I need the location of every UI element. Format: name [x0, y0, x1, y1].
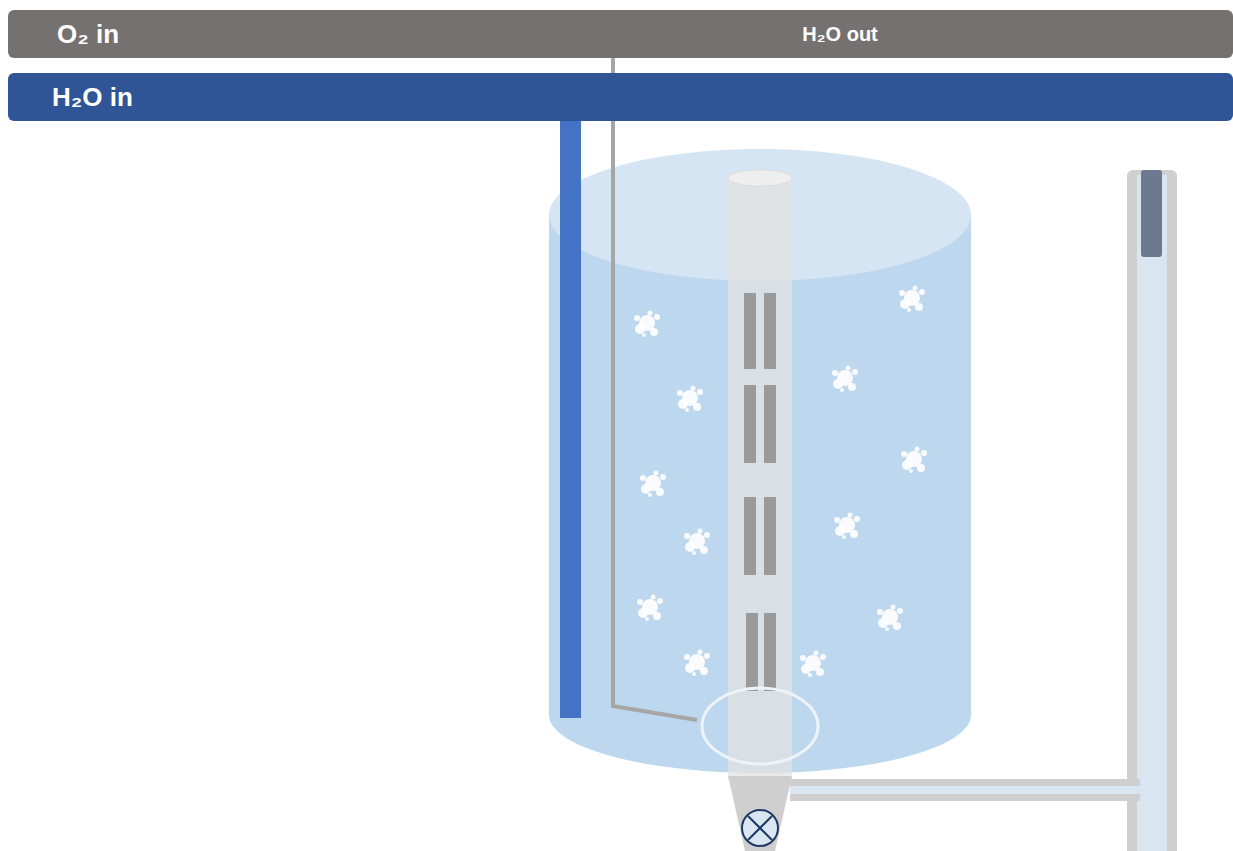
- bubble: [919, 289, 925, 295]
- flow-label: H₂O in: [52, 84, 133, 110]
- bubble: [698, 650, 703, 655]
- bubble: [637, 599, 643, 605]
- bubble: [808, 673, 812, 677]
- bubble: [917, 464, 925, 472]
- bubble: [634, 315, 640, 321]
- bubble: [648, 311, 653, 316]
- bubble: [685, 542, 695, 552]
- bubble: [650, 328, 658, 336]
- bubble: [834, 517, 840, 523]
- bubble: [832, 370, 838, 376]
- bubble: [902, 460, 912, 470]
- bubble: [816, 668, 824, 676]
- bubble: [820, 654, 826, 660]
- bubble: [704, 532, 710, 538]
- bubble: [700, 667, 708, 675]
- bubble: [692, 551, 696, 555]
- bubble: [891, 605, 896, 610]
- bubble: [854, 516, 860, 522]
- valve-cross: [748, 816, 772, 840]
- bubble: [877, 609, 883, 615]
- bubble: [678, 399, 688, 409]
- bubble: [846, 366, 851, 371]
- bubble: [800, 655, 806, 661]
- side-tube-inner: [1137, 175, 1167, 851]
- bubble: [915, 447, 920, 452]
- bubble: [693, 403, 701, 411]
- bubble: [814, 651, 819, 656]
- bubble: [848, 513, 853, 518]
- funnel: [728, 776, 792, 851]
- bubble: [677, 390, 683, 396]
- bubble: [897, 608, 903, 614]
- bubble: [651, 595, 656, 600]
- bubble: [645, 617, 649, 621]
- bubble: [913, 286, 918, 291]
- bubble: [685, 663, 695, 673]
- water-inlet-pipe: [560, 118, 581, 718]
- bubble: [656, 488, 664, 496]
- bubble: [654, 471, 659, 476]
- bubble: [657, 598, 663, 604]
- bubble: [835, 526, 845, 536]
- bubble: [840, 388, 844, 392]
- bubble: [704, 653, 710, 659]
- electrodes: [744, 293, 776, 691]
- bubble: [900, 299, 910, 309]
- bubble: [852, 369, 858, 375]
- oxygen-pipe: [613, 55, 697, 720]
- bubble: [684, 533, 690, 539]
- bubble: [842, 535, 846, 539]
- bubble: [641, 484, 651, 494]
- bubble: [698, 529, 703, 534]
- bubble: [848, 383, 856, 391]
- bubble: [901, 451, 907, 457]
- bubble: [921, 450, 927, 456]
- bubble: [685, 408, 689, 412]
- bubble: [801, 664, 811, 674]
- bubble: [893, 622, 901, 630]
- bubble: [638, 608, 648, 618]
- bubble: [697, 389, 703, 395]
- bubble: [691, 386, 696, 391]
- connecting-pipe-inner: [790, 786, 1140, 794]
- bubble: [653, 612, 661, 620]
- bubble: [648, 493, 652, 497]
- bubble: [654, 314, 660, 320]
- bubble: [878, 618, 888, 628]
- bubble: [833, 379, 843, 389]
- bubble: [909, 469, 913, 473]
- sparger-ring: [702, 688, 818, 764]
- water-band: H₂O in: [8, 73, 1233, 121]
- bubble: [885, 627, 889, 631]
- bubble: [850, 530, 858, 538]
- side-tube-plug: [1141, 170, 1162, 257]
- bubble: [700, 546, 708, 554]
- bubble: [692, 672, 696, 676]
- bubble: [907, 308, 911, 312]
- gas-band: O₂ in H₂O out: [8, 10, 1233, 58]
- bubble: [899, 290, 905, 296]
- bubble: [640, 475, 646, 481]
- valve-cross: [748, 816, 772, 840]
- connecting-pipe: [790, 779, 1140, 801]
- central-tube-top: [728, 170, 792, 186]
- bubble: [635, 324, 645, 334]
- flow-label: H₂O out: [802, 24, 878, 44]
- bubble: [684, 654, 690, 660]
- flow-label: O₂ in: [57, 21, 119, 47]
- bubble: [642, 333, 646, 337]
- bubble: [660, 474, 666, 480]
- valve-symbol: [742, 810, 778, 846]
- bubble: [915, 303, 923, 311]
